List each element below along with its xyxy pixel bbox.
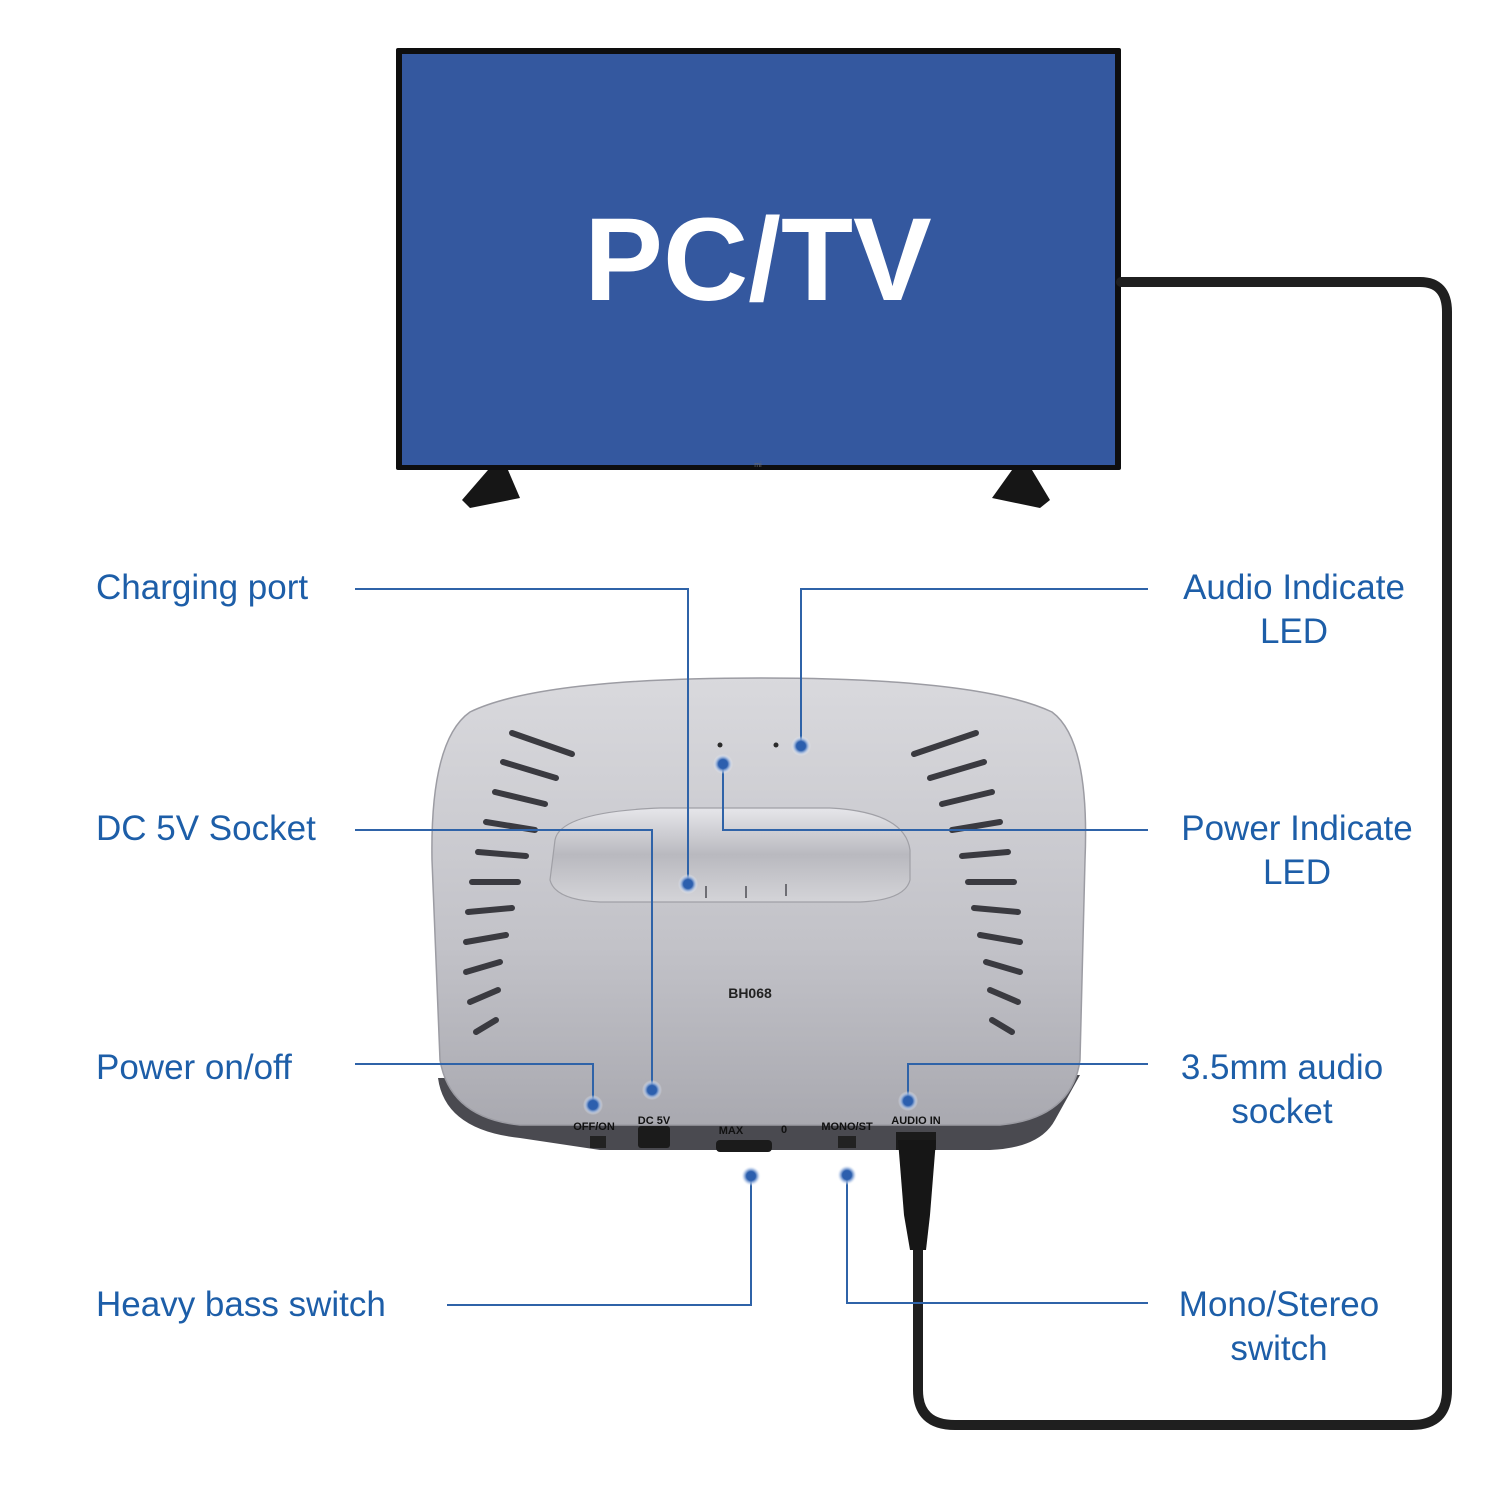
audio-cable (913, 277, 1452, 1430)
port-label-max: MAX (719, 1125, 744, 1137)
model-label: BH068 (728, 985, 772, 1001)
port-label-off-on: OFF/ON (573, 1121, 615, 1133)
leader-dc-socket (355, 829, 653, 1088)
marker-bass-switch (741, 1166, 761, 1186)
callout-audio-led-line2: LED (1259, 612, 1329, 651)
tv-logo: mi (754, 462, 762, 469)
callout-charging-port-text: Charging port (96, 568, 309, 607)
callout-audio-socket-line2: socket (1231, 1092, 1333, 1131)
callout-power-led-line2: LED (1262, 853, 1332, 892)
charging-pins (705, 884, 787, 898)
leader-power-led (722, 764, 1148, 831)
callout-audio-led: Audio Indicate LED (1166, 566, 1422, 654)
callout-charging-port: Charging port (96, 566, 308, 610)
leader-power-switch (355, 1063, 594, 1103)
marker-dc-socket (642, 1080, 662, 1100)
transmitter-device: BH068 OFF/ON DC 5V MAX 0 MONO/ST AUDIO I… (431, 677, 1087, 1250)
callout-power-switch-text: Power on/off (96, 1048, 292, 1087)
port-label-zero: 0 (781, 1124, 787, 1136)
leader-audio-socket (907, 1063, 1148, 1101)
power-led (717, 742, 723, 748)
tv-screen-text: PC/TV (584, 194, 932, 326)
callout-audio-socket-line1: 3.5mm audio (1180, 1048, 1384, 1087)
callout-power-led: Power Indicate LED (1162, 807, 1432, 895)
vent-slots (463, 730, 1023, 1035)
callout-dc-socket: DC 5V Socket (96, 807, 316, 851)
marker-audio-led (791, 736, 811, 756)
leader-audio-led (800, 588, 1148, 744)
dc-socket (638, 1126, 670, 1148)
callout-bass-switch: Heavy bass switch (96, 1283, 386, 1327)
tv-stand-left (462, 470, 520, 508)
marker-power-led (713, 754, 733, 774)
marker-audio-socket (898, 1091, 918, 1111)
marker-mono-switch (837, 1165, 857, 1185)
leader-charging-port (355, 588, 689, 882)
callout-mono-switch: Mono/Stereo switch (1160, 1283, 1398, 1371)
callout-mono-switch-line1: Mono/Stereo (1178, 1285, 1380, 1324)
port-label-audio-in: AUDIO IN (891, 1115, 941, 1127)
tv-stand-right (992, 470, 1050, 508)
marker-dots (583, 736, 918, 1186)
callout-power-led-line1: Power Indicate (1181, 809, 1413, 848)
leader-bass-switch (447, 1176, 752, 1306)
port-label-mono-st: MONO/ST (821, 1121, 873, 1133)
leader-mono-switch (846, 1175, 1148, 1304)
tv-screen (402, 54, 1115, 465)
power-switch[interactable] (590, 1136, 606, 1148)
tv: PC/TV mi (396, 48, 1121, 508)
port-label-dc: DC 5V (638, 1115, 671, 1127)
callout-power-switch: Power on/off (96, 1046, 292, 1090)
callout-bass-switch-text: Heavy bass switch (96, 1285, 386, 1324)
callout-audio-socket: 3.5mm audio socket (1160, 1046, 1404, 1134)
bass-wheel[interactable] (716, 1140, 772, 1152)
mono-stereo-switch[interactable] (838, 1136, 856, 1148)
marker-charging-port (678, 874, 698, 894)
callout-mono-switch-line2: switch (1230, 1329, 1328, 1368)
audio-led (773, 742, 779, 748)
callout-audio-led-line1: Audio Indicate (1183, 568, 1405, 607)
callout-dc-socket-text: DC 5V Socket (96, 809, 316, 848)
device-cradle (549, 807, 911, 903)
leader-lines (355, 588, 1148, 1306)
audio-plug (898, 1140, 936, 1250)
marker-power-switch (583, 1095, 603, 1115)
